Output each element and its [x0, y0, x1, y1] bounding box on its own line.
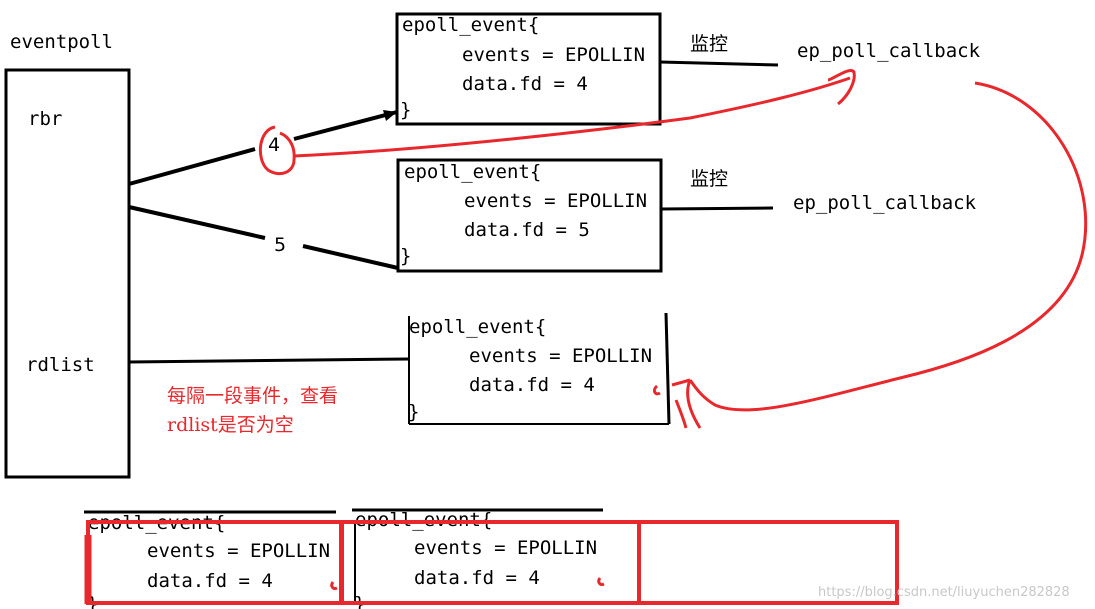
watermark: https://blog.csdn.net/liuyuchen282828 [818, 585, 1070, 600]
edge-fd5-label: 5 [274, 234, 286, 256]
epoll-event-4-events: events = EPOLLIN [147, 540, 330, 562]
callback-to-rdlist-arrow [688, 81, 1088, 412]
bottom-event-5-red-box [339, 520, 641, 605]
edge-rbr-fd5-a [128, 205, 266, 240]
epoll-event-3-header: epoll_event{ [409, 316, 546, 338]
epoll-event-5-events: events = EPOLLIN [414, 537, 597, 559]
epoll-event-box-fd4 [395, 12, 662, 126]
epoll-event-4-fd: data.fd = 4 [147, 570, 273, 592]
eventpoll-title: eventpoll [10, 31, 113, 53]
note-line-1: 每隔一段事件，查看 [167, 385, 338, 407]
callback-to-fd4-arrow [293, 76, 851, 158]
monitor-label-1: 监控 [690, 33, 728, 55]
epoll-event-3-close: } [408, 401, 419, 423]
epoll-event-1-header: epoll_event{ [402, 14, 539, 36]
epoll-event-2-header: epoll_event{ [404, 161, 541, 183]
epoll-event-1-fd: data.fd = 4 [462, 73, 588, 95]
rdlist-label: rdlist [26, 354, 95, 376]
rdlist-dot-mark [652, 384, 661, 396]
edge-rbr-fd4-a [128, 147, 256, 186]
edge-fd4-label: 4 [268, 134, 280, 156]
bottom-dot-mark-2 [597, 577, 605, 586]
epoll-event-1-close: } [400, 99, 411, 121]
epoll-event-3-events: events = EPOLLIN [469, 345, 652, 367]
epoll-event-3-fd: data.fd = 4 [469, 374, 595, 396]
bottom-empty-red-box [637, 520, 899, 605]
monitor-line-1 [659, 60, 779, 67]
callback-2: ep_poll_callback [793, 192, 977, 214]
rdlist-event-right [664, 312, 671, 425]
callback-1: ep_poll_callback [797, 40, 981, 62]
epoll-event-2-fd: data.fd = 5 [464, 219, 590, 241]
eventpoll-box [4, 68, 131, 479]
rbr-label: rbr [28, 108, 62, 130]
callback-arrowhead [827, 69, 856, 106]
edge-rbr-fd5-b [302, 244, 399, 270]
monitor-line-2 [660, 206, 774, 211]
rdlist-arrowhead [671, 378, 702, 429]
edge-rdlist [128, 357, 410, 364]
note-line-2: rdlist是否为空 [167, 414, 294, 436]
edge-rbr-fd4-b [293, 110, 398, 141]
epoll-event-box-fd5 [396, 158, 663, 273]
epoll-event-5-fd: data.fd = 4 [414, 567, 540, 589]
epoll-event-2-events: events = EPOLLIN [464, 190, 647, 212]
epoll-event-1-events: events = EPOLLIN [462, 44, 645, 66]
bottom-dot-mark-1 [330, 581, 338, 590]
fd4-circle-mark [258, 125, 296, 176]
monitor-label-2: 监控 [690, 168, 728, 190]
epoll-event-2-close: } [400, 245, 411, 267]
edge-fd4-arrowhead [383, 110, 397, 121]
